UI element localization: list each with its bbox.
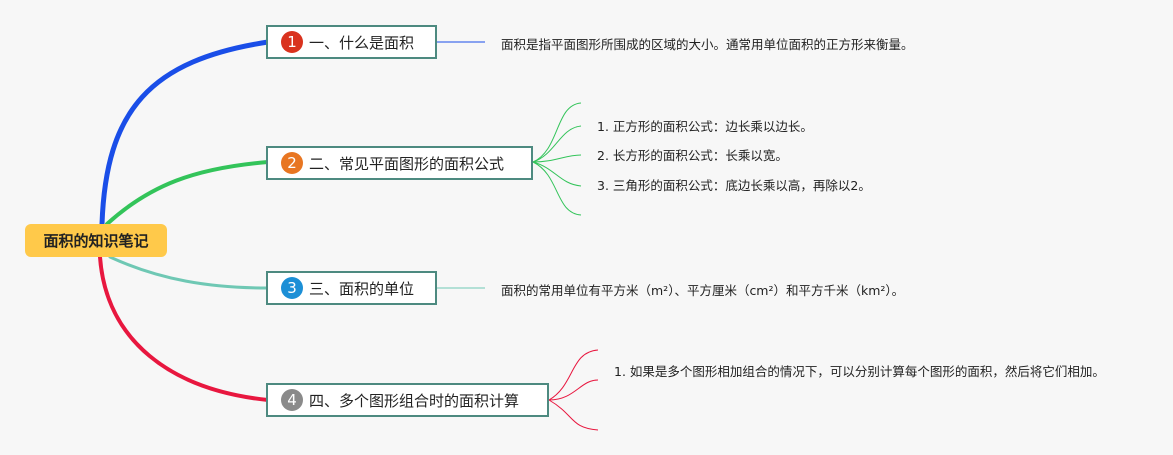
branch-1-label: 一、什么是面积 [309, 33, 415, 52]
branch-node-4[interactable]: 4 四、多个图形组合时的面积计算 [266, 383, 549, 417]
branch-2-leaf-1: 1. 正方形的面积公式：边长乘以边长。 [597, 119, 813, 134]
branch-node-2[interactable]: 2 二、常见平面图形的面积公式 [266, 146, 533, 180]
branch-3-number-badge: 3 [281, 277, 303, 299]
branch-4-label: 四、多个图形组合时的面积计算 [309, 391, 520, 410]
branch-4-connector [98, 255, 270, 402]
branch-4-leaf-connectors [548, 349, 599, 431]
branch-4-number-badge: 4 [281, 389, 303, 411]
root-node-label: 面积的知识笔记 [43, 232, 149, 250]
branch-node-3[interactable]: 3 三、面积的单位 [266, 271, 437, 305]
root-node[interactable]: 面积的知识笔记 [25, 224, 167, 257]
branch-3-connector [108, 255, 270, 290]
branch-3-label: 三、面积的单位 [309, 279, 415, 298]
branch-1-leaf-1: 面积是指平面图形所围成的区域的大小。通常用单位面积的正方形来衡量。 [501, 37, 914, 52]
branch-2-connector [105, 160, 270, 226]
branch-1-connector [99, 39, 271, 227]
branch-4-leaf-1: 1. 如果是多个图形相加组合的情况下，可以分别计算每个图形的面积，然后将它们相加… [614, 364, 1105, 379]
branch-2-label: 二、常见平面图形的面积公式 [309, 154, 505, 173]
branch-node-1[interactable]: 1 一、什么是面积 [266, 25, 437, 59]
branch-1-number-badge: 1 [281, 31, 303, 53]
branch-2-leaf-3: 3. 三角形的面积公式：底边长乘以高，再除以2。 [597, 178, 871, 193]
branch-2-number-badge: 2 [281, 152, 303, 174]
branch-2-leaf-2: 2. 长方形的面积公式：长乘以宽。 [597, 148, 788, 163]
branch-3-leaf-1: 面积的常用单位有平方米（m²）、平方厘米（cm²）和平方千米（km²）。 [501, 283, 905, 298]
branch-2-leaf-connectors [532, 102, 582, 216]
